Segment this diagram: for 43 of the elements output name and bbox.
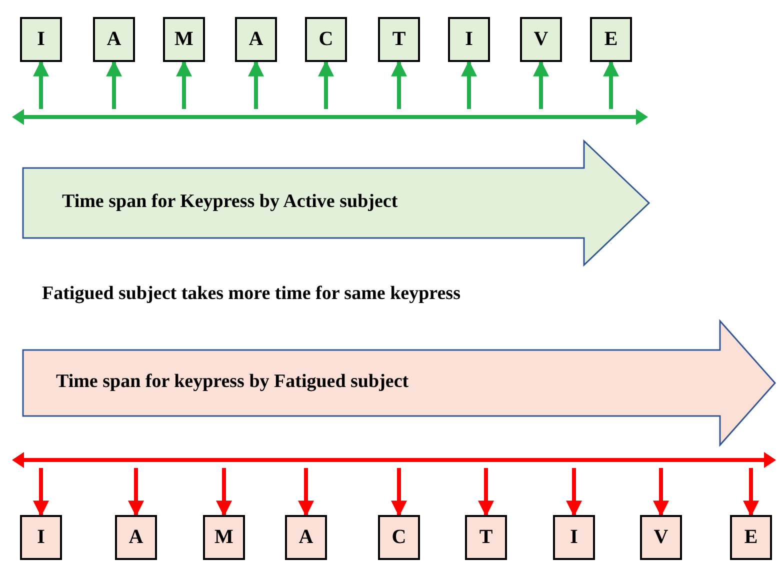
letter-box: A	[235, 17, 277, 62]
arrow	[298, 468, 314, 517]
timeline-arrow	[12, 452, 776, 468]
arrow	[391, 468, 407, 517]
letter-box: V	[520, 17, 562, 62]
letter-box: V	[640, 515, 682, 560]
letter-box: T	[378, 17, 420, 62]
arrow	[603, 60, 619, 109]
letter-box: I	[20, 17, 62, 62]
arrow	[533, 60, 549, 109]
letter-box: I	[553, 515, 595, 560]
arrow	[318, 60, 334, 109]
arrow	[33, 60, 49, 109]
arrow	[743, 468, 759, 517]
arrow-text: Time span for Keypress by Active subject	[62, 191, 398, 213]
arrow	[106, 60, 122, 109]
block-arrow	[22, 140, 650, 266]
arrow	[478, 468, 494, 517]
letter-box: M	[163, 17, 205, 62]
arrow	[653, 468, 669, 517]
letter-box: A	[115, 515, 157, 560]
arrow	[391, 60, 407, 109]
block-arrow	[22, 320, 776, 446]
arrow	[216, 468, 232, 517]
letter-box: C	[378, 515, 420, 560]
letter-box: I	[448, 17, 490, 62]
arrow	[248, 60, 264, 109]
letter-box: M	[203, 515, 245, 560]
letter-box: A	[285, 515, 327, 560]
arrow	[176, 60, 192, 109]
arrow	[128, 468, 144, 517]
arrow	[461, 60, 477, 109]
timeline-arrow	[12, 109, 648, 125]
letter-box: I	[20, 515, 62, 560]
letter-box: E	[730, 515, 772, 560]
arrow	[566, 468, 582, 517]
letter-box: C	[305, 17, 347, 62]
arrow	[33, 468, 49, 517]
arrow-text: Time span for keypress by Fatigued subject	[56, 371, 409, 393]
letter-box: A	[93, 17, 135, 62]
letter-box: E	[590, 17, 632, 62]
letter-box: T	[465, 515, 507, 560]
note-text: Fatigued subject takes more time for same keypress	[42, 283, 460, 305]
